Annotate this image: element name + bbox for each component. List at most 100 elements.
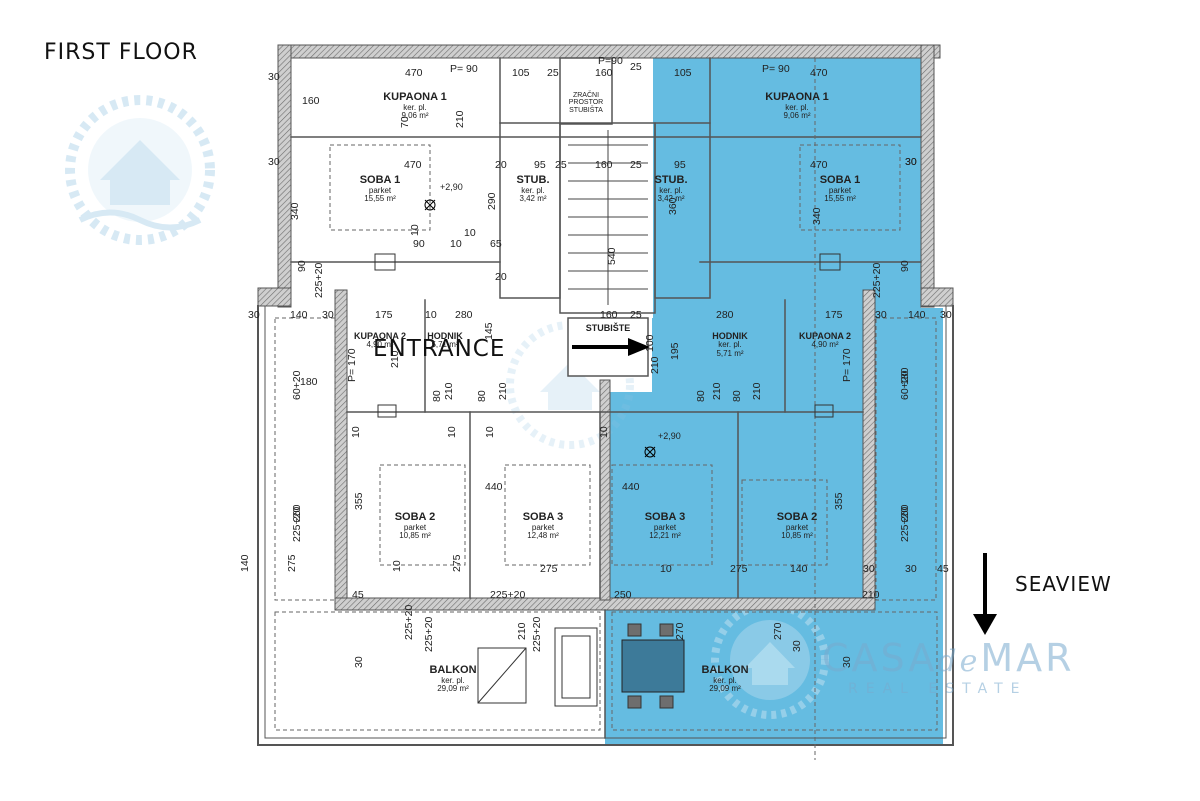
dimension-label: 10 <box>464 227 476 239</box>
entrance-arrow <box>572 338 650 356</box>
dimension-label: 30 <box>875 309 887 321</box>
room-name: STUBIŠTE <box>585 323 631 333</box>
dimension-label: 45 <box>937 563 949 575</box>
dimension-label: 60+20 <box>291 370 303 400</box>
dimension-label: 340 <box>289 202 301 220</box>
room-material: parket <box>368 185 392 195</box>
level-label-left: +2,90 <box>440 182 463 192</box>
dimension-label: 270 <box>772 622 784 640</box>
dimension-label: P= 90 <box>762 63 790 75</box>
dimension-label: 10 <box>391 560 403 572</box>
dimension-label: 275 <box>730 563 748 575</box>
room-material: parket <box>531 522 555 532</box>
dimension-label: 10 <box>425 309 437 321</box>
dimension-label: 105 <box>512 67 530 79</box>
room-area: 12,48 m² <box>527 530 559 540</box>
dimension-label: 225+20 <box>531 617 543 652</box>
dimension-label: 80 <box>731 390 743 402</box>
dimension-label: 360 <box>667 197 679 215</box>
room-name: BALKON <box>429 664 477 676</box>
room-material: ker. pl. <box>785 102 809 112</box>
dimension-label: 440 <box>485 481 503 493</box>
entrance-label: ENTRANCE <box>373 336 506 362</box>
dimension-label: 275 <box>540 563 558 575</box>
dimension-label: 175 <box>825 309 843 321</box>
dimension-label: 275 <box>451 554 463 572</box>
dimension-label: 30 <box>863 563 875 575</box>
room-name: ZRAČNI PROSTOR STUBIŠTA <box>568 92 604 114</box>
room-material: ker. pl. <box>521 185 545 195</box>
room-name: KUPAONA 1 <box>765 91 829 103</box>
dimension-label: 210 <box>751 382 763 400</box>
watermark-brand-sub: REAL ESTATE <box>848 681 1028 697</box>
room-name: STUB. <box>654 174 688 186</box>
room-material: parket <box>828 185 852 195</box>
dimension-label: 25 <box>630 61 642 73</box>
room-area: 9,06 m² <box>783 110 811 120</box>
room-name: SOBA 2 <box>394 511 436 523</box>
dimension-label: 160 <box>595 159 613 171</box>
room-name: KUPAONA 2 <box>798 331 851 341</box>
dimension-label: 280 <box>455 309 473 321</box>
dimension-label: 95 <box>534 159 546 171</box>
dimension-label: 80 <box>695 390 707 402</box>
dimension-label: 30 <box>905 563 917 575</box>
dimension-label: 225+20 <box>899 507 911 542</box>
dimension-label: 180 <box>300 376 318 388</box>
dimension-label: 10 <box>409 224 421 236</box>
dimension-label: 140 <box>239 554 251 572</box>
dimension-label: 225+20 <box>871 263 883 298</box>
dimension-label: 225+20 <box>403 605 415 640</box>
dimension-label: 20 <box>495 159 507 171</box>
room-area: 4,90 m² <box>366 340 394 350</box>
dimension-label: 195 <box>669 342 681 360</box>
dimension-label: 30 <box>268 156 280 168</box>
dimension-label: 260 <box>291 504 303 522</box>
dimension-label: 260 <box>899 504 911 522</box>
seaview-arrow <box>973 553 997 635</box>
dimension-label: 290 <box>486 192 498 210</box>
room-name: KUPAONA 2 <box>353 331 406 341</box>
dimension-label: 140 <box>790 563 808 575</box>
dimension-label: 355 <box>833 492 845 510</box>
stair-treads <box>568 130 648 305</box>
dimension-label: 25 <box>555 159 567 171</box>
dimension-label: 10 <box>350 426 362 438</box>
dimension-label: P= 170 <box>841 348 853 382</box>
dimension-label: 175 <box>375 309 393 321</box>
watermark-logo-left <box>65 95 215 245</box>
dimension-label: 65 <box>490 238 502 250</box>
dimension-label: 210 <box>516 622 528 640</box>
dimension-label: 30 <box>905 156 917 168</box>
room-name: SOBA 1 <box>819 174 861 186</box>
dimension-label: P= 90 <box>450 63 478 75</box>
room-material: ker. pl. <box>718 340 742 350</box>
dimension-label: 30 <box>940 309 952 321</box>
dimension-label: 90 <box>296 260 308 272</box>
room-stub-left: STUB.ker. pl.3,42 m² <box>508 174 558 203</box>
room-area: 29,09 m² <box>709 683 741 693</box>
dimension-label: 45 <box>352 589 364 601</box>
dimension-label: 25 <box>630 159 642 171</box>
dimension-label: 160 <box>302 95 320 107</box>
watermark-brand-end: MAR <box>980 636 1075 680</box>
dimension-label: 470 <box>810 159 828 171</box>
dimension-label: 225+20 <box>313 263 325 298</box>
room-material: ker. pl. <box>659 185 683 195</box>
dimension-label: 225+20 <box>291 507 303 542</box>
room-name: SOBA 3 <box>522 511 564 523</box>
dimension-label: 140 <box>290 309 308 321</box>
dimension-label: 95 <box>674 159 686 171</box>
dimension-label: 30 <box>905 156 917 168</box>
room-material: parket <box>785 522 809 532</box>
